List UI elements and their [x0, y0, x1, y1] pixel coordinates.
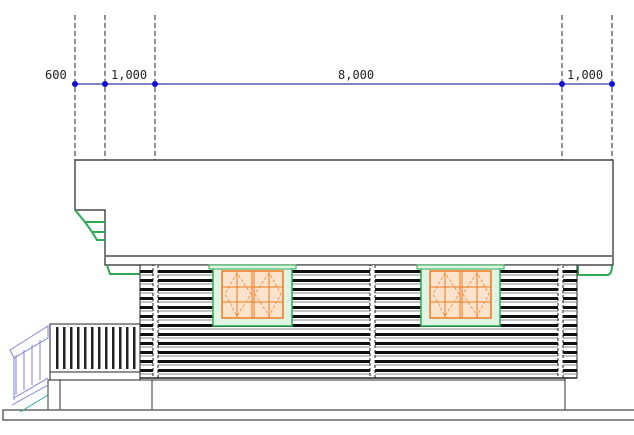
baluster	[77, 327, 80, 369]
extension-lines	[74, 15, 613, 160]
window	[416, 264, 505, 327]
baluster	[98, 327, 101, 369]
dim-label-1000-left: 1,000	[111, 68, 147, 82]
baluster	[105, 327, 108, 369]
baluster	[63, 327, 66, 369]
stair-handrail	[9, 325, 49, 359]
windows	[208, 264, 505, 327]
dimension-labels: 600 1,000 8,000 1,000	[45, 68, 603, 82]
log-line	[140, 315, 577, 318]
roof	[74, 159, 614, 266]
log-line	[140, 306, 577, 309]
log-line	[140, 288, 577, 291]
window-opening-marks	[432, 272, 490, 317]
log-wall	[139, 264, 578, 379]
log-line	[140, 333, 577, 336]
log-line	[140, 360, 577, 363]
foundation	[47, 378, 566, 411]
dimension-dot	[152, 81, 158, 87]
log-line	[140, 279, 577, 282]
log-line	[140, 342, 577, 345]
dim-label-600: 600	[45, 68, 67, 82]
log-line	[140, 369, 577, 372]
dimension-dot	[559, 81, 565, 87]
window-opening-marks	[224, 272, 282, 317]
baluster	[133, 327, 136, 369]
log-line	[140, 351, 577, 354]
dimension-line	[72, 81, 615, 87]
dimension-dot	[72, 81, 78, 87]
stair-stringer	[11, 358, 49, 406]
corner-post	[557, 264, 564, 379]
dim-label-8000: 8,000	[338, 68, 374, 82]
corner-post	[369, 264, 376, 379]
dim-label-1000-right: 1,000	[567, 68, 603, 82]
stair-step	[19, 394, 49, 413]
log-line	[140, 270, 577, 273]
stair-railing	[9, 325, 49, 413]
bracket-left	[74, 209, 105, 241]
window-head	[416, 264, 505, 270]
baluster	[91, 327, 94, 369]
roof-brackets	[74, 209, 613, 276]
eave-trim-right	[577, 264, 613, 276]
baluster	[112, 327, 115, 369]
corner-post	[152, 264, 159, 379]
dimension-dot	[609, 81, 615, 87]
log-line	[140, 297, 577, 300]
window-head	[208, 264, 297, 270]
window	[208, 264, 297, 327]
baluster	[56, 327, 59, 369]
ground-line	[2, 409, 634, 421]
baluster	[119, 327, 122, 369]
baluster	[84, 327, 87, 369]
log-line	[140, 324, 577, 327]
baluster	[70, 327, 73, 369]
baluster	[126, 327, 129, 369]
deck-railing	[49, 323, 141, 381]
dimension-dot	[102, 81, 108, 87]
